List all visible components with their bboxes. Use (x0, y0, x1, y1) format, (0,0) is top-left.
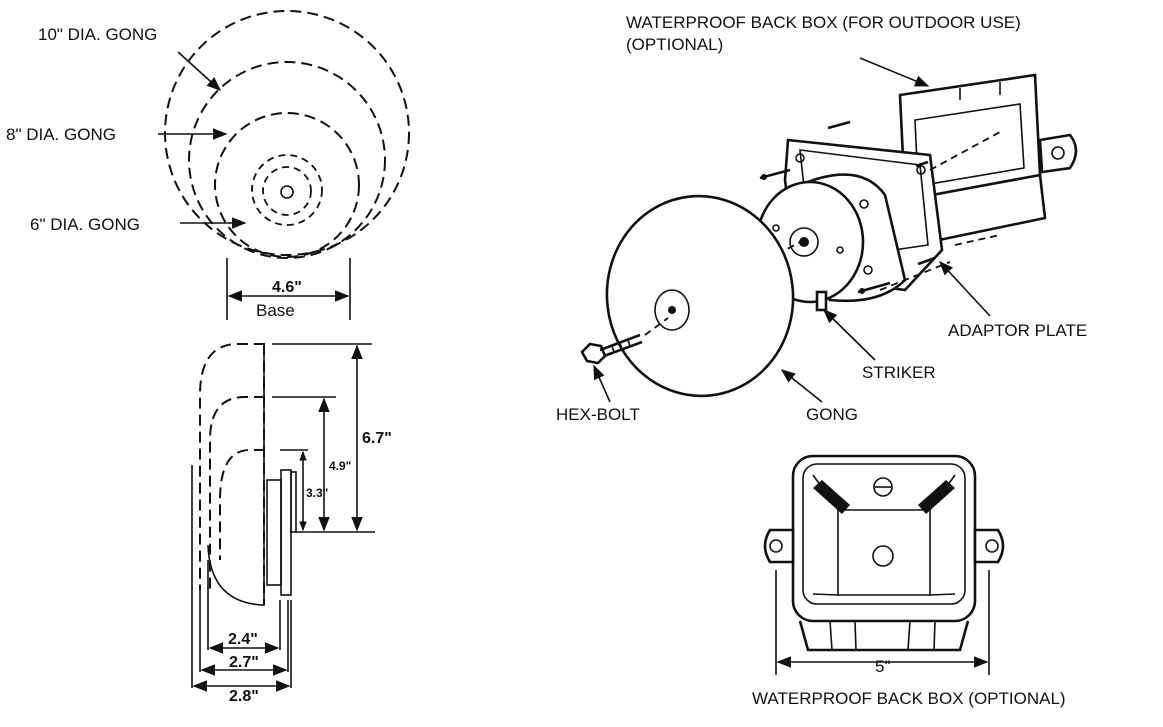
adaptor-plate-leader (939, 260, 991, 317)
exploded-back-box (898, 73, 1078, 247)
striker-leader (822, 308, 876, 361)
gong-8in-outline (188, 61, 386, 259)
box-corner-right (918, 480, 955, 514)
striker-label: STRIKER (862, 363, 936, 382)
mount-plate (280, 469, 292, 596)
depth-2-7-value: 2.7" (229, 654, 259, 671)
gong-dish (605, 194, 795, 398)
gong-leader (780, 369, 823, 403)
gong-large-profile (199, 343, 265, 590)
box-knockout-hole (872, 545, 894, 567)
label-8in-gong: 8" DIA. GONG (6, 125, 116, 144)
gong-medium-profile (209, 396, 265, 590)
back-box-label-line1: WATERPROOF BACK BOX (FOR OUTDOOR USE) (626, 13, 1021, 32)
back-box-caption: WATERPROOF BACK BOX (OPTIONAL) (752, 689, 1066, 708)
base-outline (251, 154, 323, 226)
hex-bolt-icon (580, 333, 643, 365)
bell-body (266, 479, 282, 586)
label-6in-gong: 6" DIA. GONG (30, 215, 140, 234)
box-corner-left (813, 480, 850, 514)
exploded-view: WATERPROOF BACK BOX (FOR OUTDOOR USE) (O… (556, 13, 1087, 424)
base-dim-value: 4.6" (272, 279, 302, 296)
height-3-3-value: 3.3" (306, 486, 328, 500)
gong-label: GONG (806, 405, 858, 424)
gong-6in-outline (214, 112, 360, 258)
base-dim-label: Base (256, 301, 295, 320)
arrow-10in (177, 51, 222, 91)
height-4-9-value: 4.9" (329, 459, 351, 473)
back-box-front-view: 5" WATERPROOF BACK BOX (OPTIONAL) (752, 454, 1066, 708)
side-view: 6.7" 4.9" 3.3" 2.4" 2.7" 2.8" (191, 343, 392, 705)
gong-10in-outline (164, 10, 410, 256)
box-screw-icon (873, 477, 893, 497)
mounting-screws (759, 120, 936, 294)
box-width-value: 5" (875, 657, 891, 676)
top-view: 10" DIA. GONG 8" DIA. GONG 6" DIA. GONG … (6, 10, 410, 320)
center-hole (280, 185, 294, 199)
hex-bolt-leader (593, 364, 611, 403)
label-10in-gong: 10" DIA. GONG (38, 25, 157, 44)
gong-solid-profile (207, 344, 265, 606)
gong-small-profile (219, 449, 265, 560)
depth-2-8-value: 2.8" (229, 688, 259, 705)
base-inner-outline (262, 166, 312, 216)
back-box-leader (859, 57, 930, 87)
height-6-7-value: 6.7" (362, 430, 392, 447)
hex-bolt-label: HEX-BOLT (556, 405, 640, 424)
depth-2-4-value: 2.4" (228, 631, 258, 648)
adaptor-plate-label: ADAPTOR PLATE (948, 321, 1087, 340)
back-box-label-line2: (OPTIONAL) (626, 35, 723, 54)
